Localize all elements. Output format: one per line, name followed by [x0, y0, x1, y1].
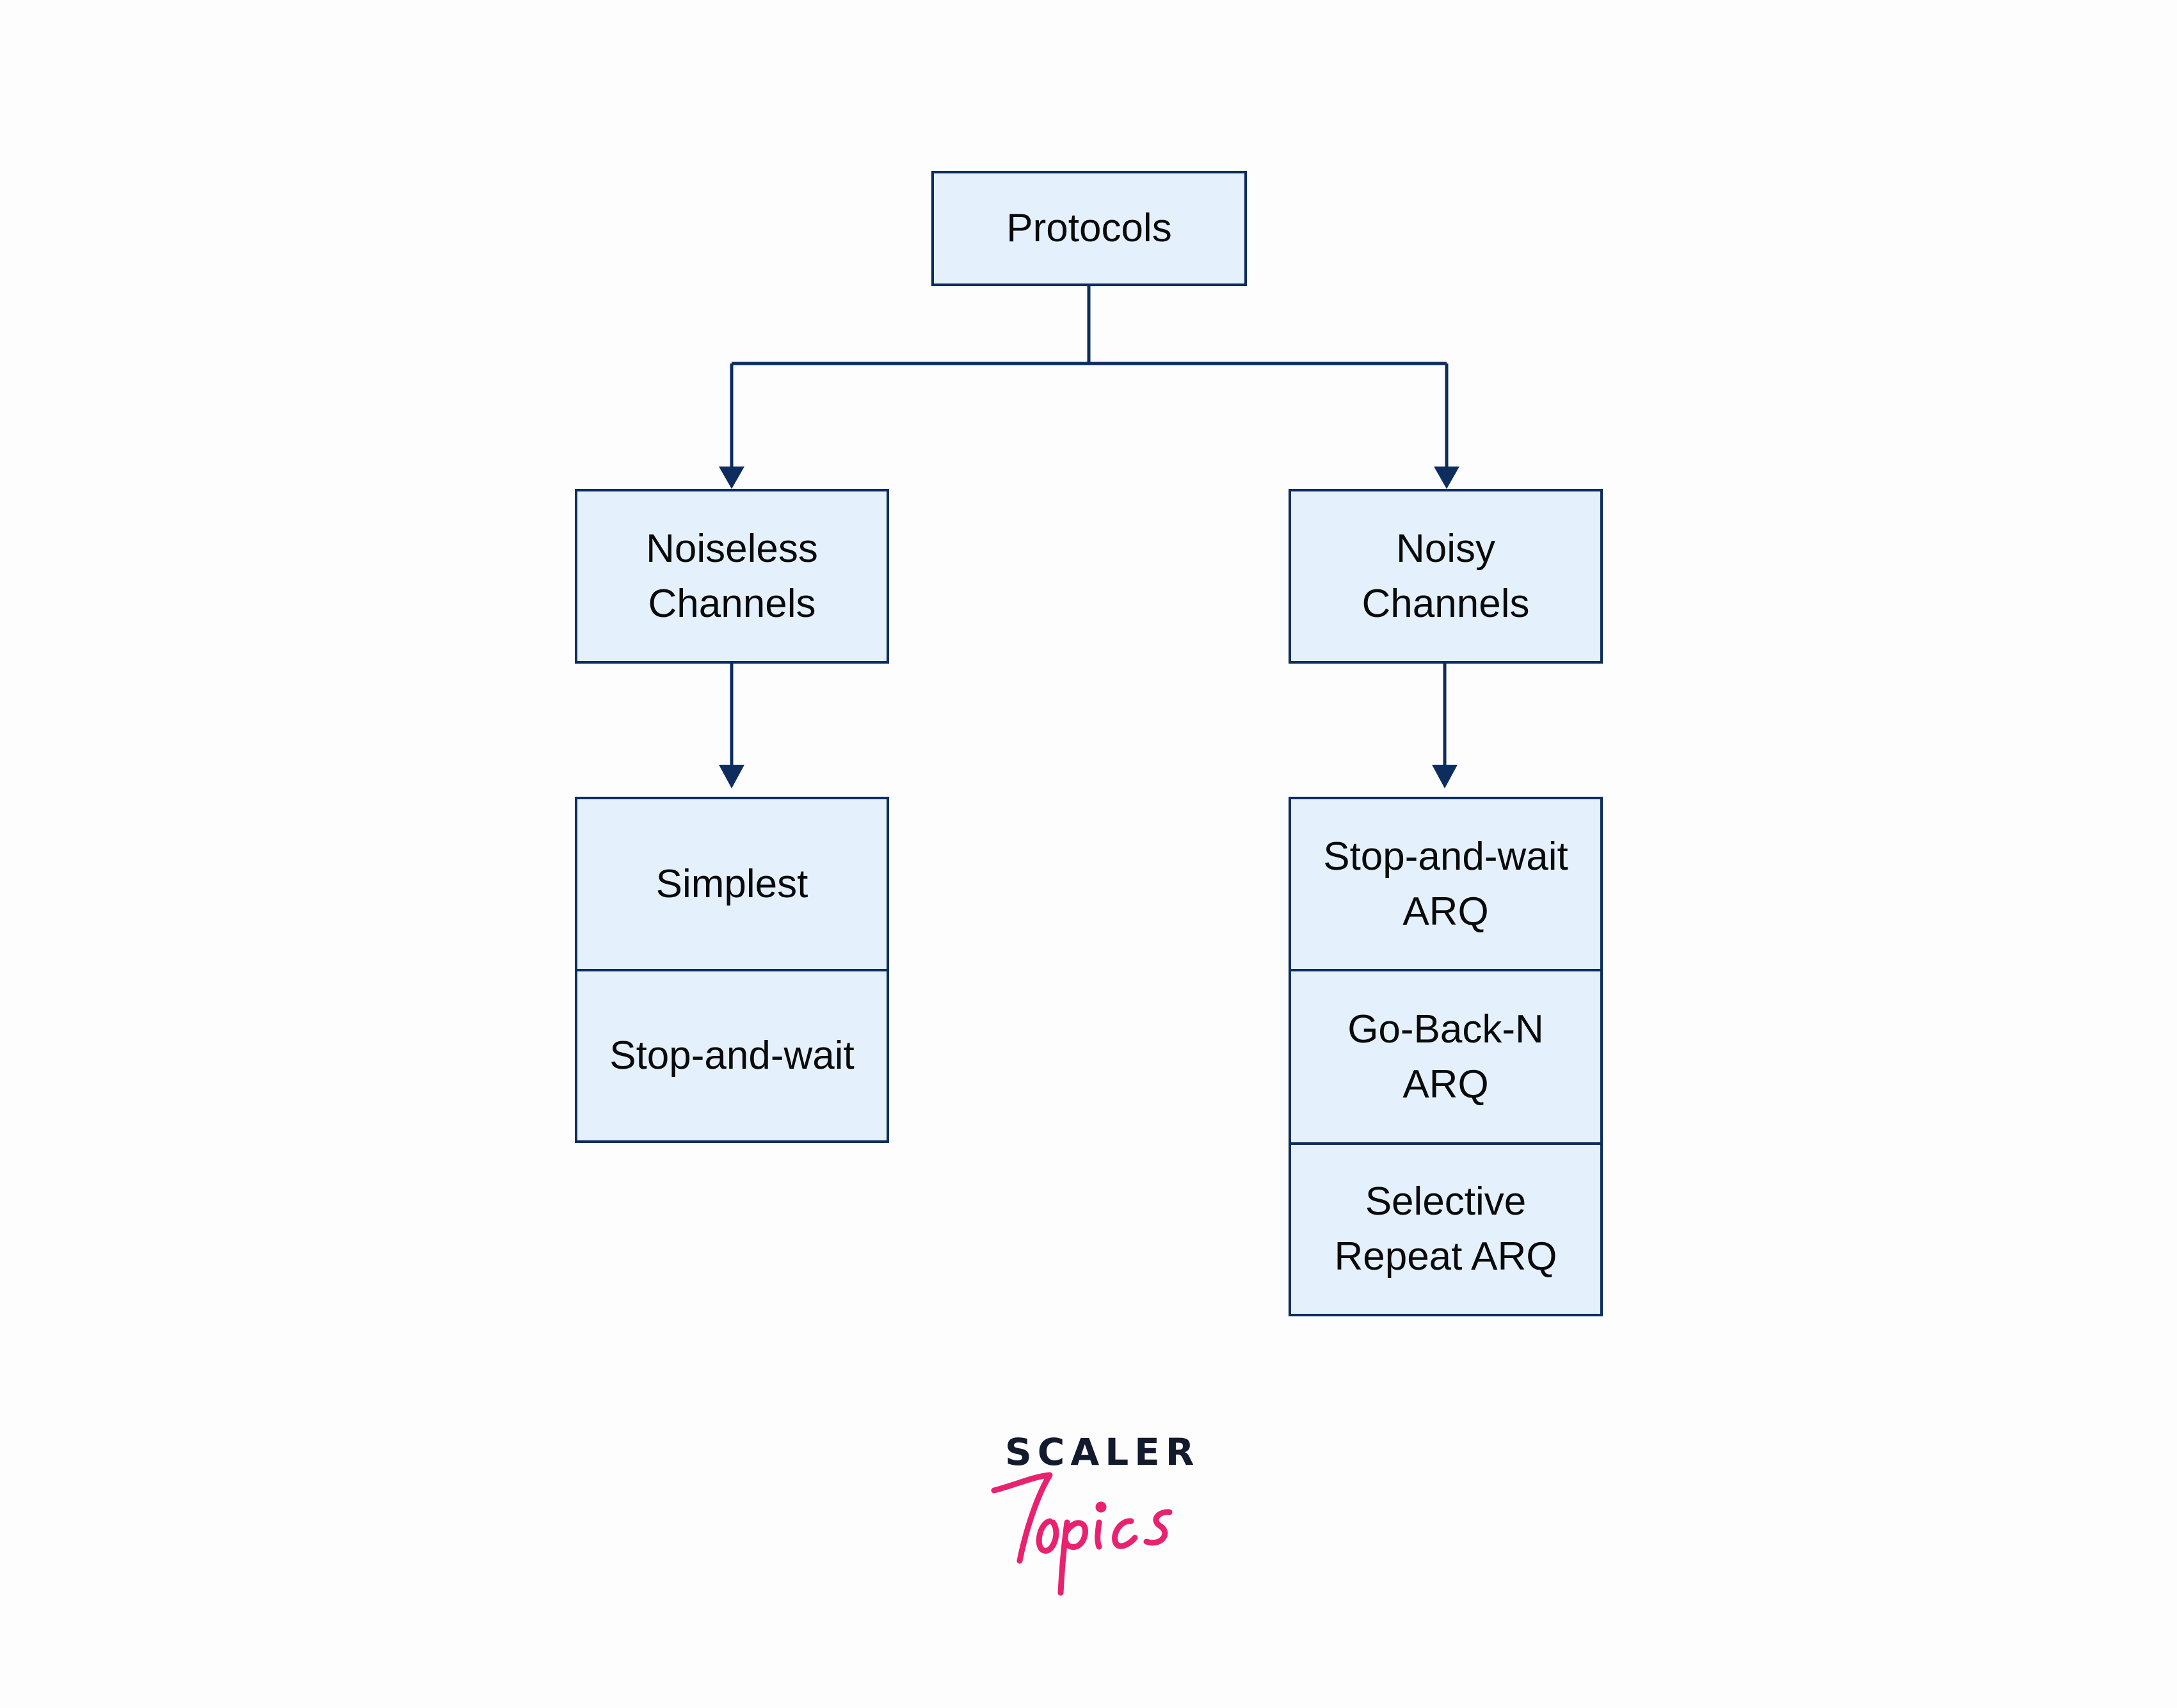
node-label: Selective Repeat ARQ: [1334, 1179, 1557, 1279]
arrowhead-icon: [1434, 467, 1459, 489]
node-noisy-channels: Noisy Channels: [1289, 489, 1603, 664]
node-label: Noiseless Channels: [646, 526, 818, 626]
node-label: Simplest: [655, 861, 808, 906]
node-label: Noisy Channels: [1362, 526, 1530, 626]
node-noiseless-channels: Noiseless Channels: [575, 489, 889, 664]
node-protocols: Protocols: [931, 171, 1247, 286]
arrowhead-icon: [719, 467, 744, 489]
node-selective-repeat-arq: Selective Repeat ARQ: [1289, 1142, 1603, 1316]
node-simplest: Simplest: [575, 797, 889, 971]
node-label: Protocols: [1006, 206, 1172, 251]
arrowhead-icon: [719, 765, 744, 788]
node-stop-and-wait: Stop-and-wait: [575, 969, 889, 1143]
node-label: Go-Back-N ARQ: [1347, 1007, 1544, 1106]
node-label: Stop-and-wait ARQ: [1323, 834, 1568, 934]
node-label: Stop-and-wait: [609, 1034, 855, 1078]
scaler-topics-logo: SCALER: [989, 1430, 1194, 1597]
node-stop-and-wait-arq: Stop-and-wait ARQ: [1289, 797, 1603, 971]
logo-script-topics: [991, 1472, 1173, 1596]
logo-wordmark: SCALER: [1005, 1430, 1200, 1474]
arrowhead-icon: [1432, 765, 1458, 788]
noiseless-protocol-stack: Simplest Stop-and-wait: [575, 797, 889, 1143]
noisy-protocol-stack: Stop-and-wait ARQ Go-Back-N ARQ Selectiv…: [1289, 797, 1603, 1316]
node-go-back-n-arq: Go-Back-N ARQ: [1289, 969, 1603, 1145]
